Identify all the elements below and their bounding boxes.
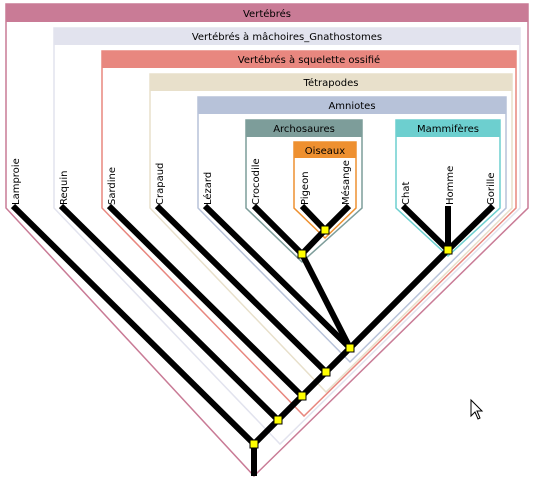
tree-nodes bbox=[249, 225, 453, 449]
node-osseux bbox=[297, 391, 307, 401]
node-tetrapodes bbox=[321, 367, 331, 377]
clade-vertebres-header bbox=[6, 4, 528, 22]
branch-mammiferes bbox=[347, 247, 451, 351]
clade-mammiferes-header bbox=[396, 120, 500, 137]
clade-oiseaux-header bbox=[294, 142, 356, 158]
tree-branches bbox=[10, 203, 496, 476]
node-archosaures bbox=[297, 249, 307, 259]
branch-gorille bbox=[445, 203, 496, 253]
clade-osseux-header bbox=[102, 51, 516, 68]
branch-lamproie bbox=[10, 203, 257, 447]
taxon-mesange: Mésange bbox=[340, 160, 352, 205]
clade-mammiferes: Mammifères bbox=[395, 119, 501, 258]
clade-archosaures: Archosaures bbox=[245, 119, 363, 264]
branch-crapaud bbox=[154, 203, 329, 375]
branch-lezard bbox=[202, 203, 353, 351]
clade-amniotes-label: Amniotes bbox=[328, 101, 375, 112]
node-amniotes bbox=[345, 343, 355, 353]
branch-sardine bbox=[106, 203, 305, 399]
node-oiseaux bbox=[320, 225, 330, 235]
taxon-lamproie: Lamproie bbox=[11, 158, 22, 205]
clade-vertebres-label: Vertébrés bbox=[243, 8, 291, 20]
clade-gnathostomes-header bbox=[54, 28, 520, 45]
clade-archosaures-header bbox=[246, 120, 362, 137]
clade-gnathostomes-label: Vertébrés à mâchoires_Gnathostomes bbox=[192, 31, 382, 43]
clade-archosaures-label: Archosaures bbox=[273, 124, 335, 135]
clade-osseux-label: Vertébrés à squelette ossifié bbox=[238, 54, 380, 66]
taxon-crapaud: Crapaud bbox=[155, 163, 166, 205]
clade-tetrapodes-label: Tétrapodes bbox=[303, 77, 359, 89]
taxon-homme: Homme bbox=[445, 166, 456, 205]
branch-archosaures bbox=[299, 252, 353, 350]
taxon-chat: Chat bbox=[401, 182, 412, 205]
branch-crocodile bbox=[251, 203, 305, 257]
node-gnathostomes bbox=[273, 415, 283, 425]
clade-gnathostomes: Vertébrés à mâchoires_Gnathostomes bbox=[53, 27, 521, 446]
node-mammiferes bbox=[443, 245, 453, 255]
clade-tetrapodes: Tétrapodes bbox=[149, 73, 513, 394]
clade-vertebres: Vertébrés bbox=[5, 3, 529, 478]
node-vertebres bbox=[249, 439, 259, 449]
clade-amniotes: Amniotes bbox=[197, 96, 507, 364]
mouse-cursor-icon bbox=[470, 398, 484, 420]
taxon-requin: Requin bbox=[59, 171, 70, 205]
clade-oiseaux: Oiseaux bbox=[293, 141, 357, 240]
taxon-gorille: Gorille bbox=[486, 173, 497, 205]
clade-oiseaux-label: Oiseaux bbox=[305, 146, 345, 157]
taxon-pigeon: Pigeon bbox=[300, 171, 311, 205]
taxon-lezard: Lézard bbox=[202, 172, 214, 205]
clade-mammiferes-label: Mammifères bbox=[417, 123, 479, 135]
branch-requin bbox=[58, 203, 281, 423]
taxon-labels: Lamproie Requin Sardine Crapaud Lézard C… bbox=[11, 158, 497, 205]
branch-chat bbox=[400, 203, 451, 253]
clade-amniotes-header bbox=[198, 97, 506, 114]
taxon-crocodile: Crocodile bbox=[251, 158, 262, 205]
taxon-sardine: Sardine bbox=[107, 167, 118, 205]
clade-tetrapodes-header bbox=[150, 74, 512, 91]
clade-osseux: Vertébrés à squelette ossifié bbox=[101, 50, 517, 418]
